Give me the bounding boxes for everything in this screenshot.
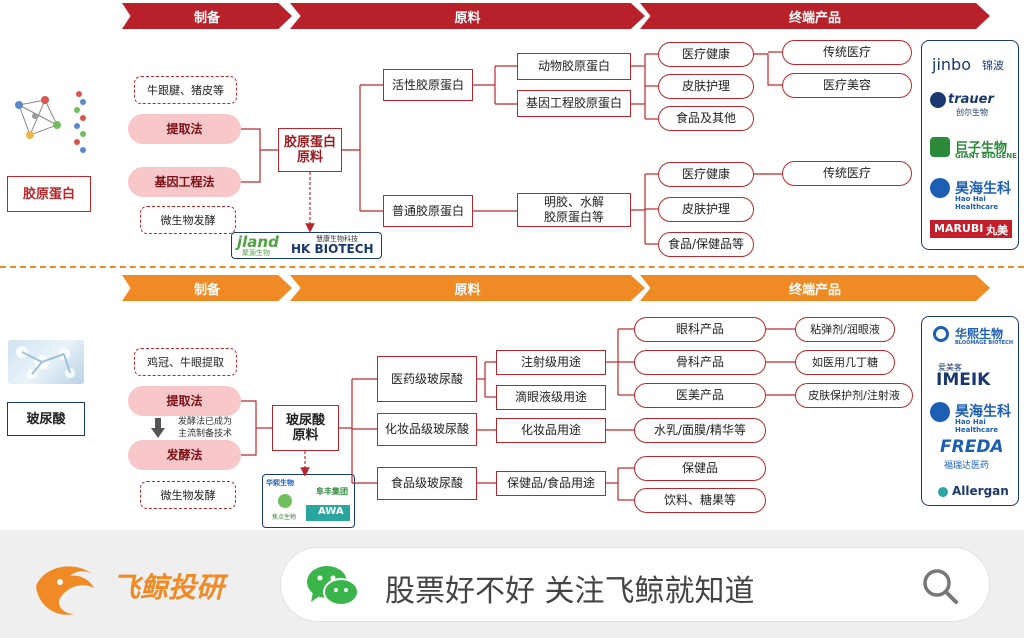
giant-biogene-en-logo: GIANT BIOGENE	[955, 152, 1017, 160]
hk-biotech-cn-logo: 慧康生物科技	[316, 235, 358, 243]
subject-label-hyaluronic: 玻尿酸	[7, 402, 85, 436]
search-icon[interactable]	[920, 566, 960, 606]
prod-drinks-candy: 饮料、糖果等	[634, 488, 766, 513]
imeik-cn-logo: 爱美客	[938, 363, 962, 372]
collagen-structure-image	[5, 80, 95, 165]
method-genetic-engineering: 基因工程法	[128, 167, 241, 197]
type-active-collagen: 活性胶原蛋白	[383, 69, 473, 101]
end-medical-aesthetics: 医疗美容	[782, 73, 912, 98]
banner-raw-2: 原料	[290, 275, 645, 301]
end-chitosan: 如医用几丁糖	[795, 350, 895, 375]
haohai-logo-2: 昊海生科	[955, 404, 1011, 420]
use-eye-drops: 滴眼液级用途	[496, 385, 606, 410]
end-traditional-medical-1: 传统医疗	[782, 40, 912, 65]
focus-chem-logo: 焦点生物	[272, 514, 297, 521]
bloomage-icon	[933, 326, 949, 342]
jinbo-logo: jinbo	[932, 55, 971, 74]
footer-brand: 飞鲸投研	[112, 571, 225, 604]
fermentation-mainstream-note: 发酵法已成为 主流制备技术	[177, 417, 232, 439]
search-pill[interactable]	[280, 547, 990, 622]
banner-prep-2: 制备	[122, 275, 292, 301]
wechat-icon	[305, 562, 361, 610]
haohai-icon-2	[930, 402, 950, 422]
marubi-logo: MARUBI	[934, 222, 984, 235]
grade-pharma: 医药级玻尿酸	[377, 356, 477, 402]
bloomage-logo: 华熙生物	[955, 327, 1004, 341]
type-regular-collagen: 普通胶原蛋白	[383, 195, 473, 227]
fufeng-logo: 阜丰集团	[316, 487, 348, 496]
use-injection: 注射级用途	[496, 350, 606, 375]
prod-skincare: 水乳/面膜/精华等	[634, 418, 766, 443]
raw-source-note-2: 鸡冠、牛眼提取	[134, 348, 237, 376]
down-arrow-icon	[151, 418, 165, 438]
prod-orthopedic: 骨科产品	[634, 350, 766, 375]
banner-end-2: 终端产品	[640, 275, 990, 301]
giant-biogene-logo: 巨子生物	[955, 141, 1008, 156]
trauer-cn-logo: 创尔生物	[956, 108, 988, 117]
awa-logo: AWA	[318, 506, 344, 517]
jinbo-cn-logo: 锦波	[982, 59, 1004, 72]
end-traditional-medical-2: 传统医疗	[782, 161, 912, 186]
whale-logo-icon	[30, 548, 104, 622]
app-skin-care-2: 皮肤护理	[658, 197, 754, 222]
awa-logo-bg	[306, 505, 350, 521]
raw-source-note-1: 牛跟腱、猪皮等	[134, 76, 237, 104]
fermentation-note-1: 微生物发酵	[140, 206, 236, 234]
use-supplement-food: 保健品/食品用途	[496, 471, 606, 496]
marubi-cn-logo: 丸美	[986, 224, 1008, 237]
haohai-logo: 昊海生科	[955, 181, 1011, 197]
banner-raw-1: 原料	[290, 3, 645, 29]
marubi-logo-bg	[930, 220, 1012, 238]
imeik-logo: IMEIK	[936, 370, 991, 390]
prod-aesthetic: 医美产品	[634, 383, 766, 408]
banner-end-1: 终端产品	[640, 3, 990, 29]
giant-biogene-icon	[930, 137, 950, 157]
bloomage-en-logo: BLOOMAGE BIOTECH	[955, 340, 1014, 346]
hyaluronic-acid-image	[8, 340, 84, 384]
end-viscoelastic: 粘弹剂/润眼液	[795, 317, 895, 342]
prod-ophthalmic: 眼科产品	[634, 317, 766, 342]
method-extraction-1: 提取法	[128, 114, 241, 144]
app-food-other: 食品及其他	[658, 106, 754, 131]
app-skin-care-1: 皮肤护理	[658, 74, 754, 99]
method-fermentation: 发酵法	[128, 440, 241, 470]
banner-prep-1: 制备	[122, 3, 292, 29]
source-gelatin: 明胶、水解 胶原蛋白等	[517, 193, 631, 227]
app-medical-health-2: 医疗健康	[658, 162, 754, 187]
raw-material-box-hyaluronic: 玻尿酸 原料	[272, 405, 339, 451]
jland-cn-logo: 聚源生物	[242, 249, 270, 257]
end-skin-protectant: 皮肤保护剂/注射液	[795, 383, 913, 408]
jland-logo: jland	[237, 233, 279, 251]
supplier-logo-panel-1	[231, 232, 382, 259]
prod-health-supplement: 保健品	[634, 456, 766, 481]
section-divider	[0, 266, 1024, 268]
raw-material-box-collagen: 胶原蛋白 原料	[278, 128, 342, 172]
source-animal-collagen: 动物胶原蛋白	[517, 53, 631, 80]
fermentation-note-2: 微生物发酵	[140, 481, 236, 509]
hk-biotech-logo: HK BIOTECH	[291, 242, 374, 256]
bloomage-supplier-logo: 华熙生物	[266, 479, 294, 487]
grade-cosmetic: 化妆品级玻尿酸	[377, 413, 477, 446]
allergan-logo: Allergan	[952, 484, 1009, 498]
footer-slogan: 股票好不好 关注飞鲸就知道	[385, 574, 755, 609]
use-cosmetics: 化妆品用途	[496, 418, 606, 443]
trauer-logo: trauer	[948, 92, 994, 107]
trauer-icon	[930, 92, 946, 108]
app-medical-health-1: 医疗健康	[658, 42, 754, 67]
subject-label-collagen: 胶原蛋白	[7, 176, 91, 212]
haohai-en-logo: Hao Hai Healthcare	[955, 195, 999, 211]
freda-cn-logo: 福瑞达医药	[944, 461, 990, 471]
app-food-supplements: 食品/保健品等	[658, 232, 754, 257]
source-recombinant-collagen: 基因工程胶原蛋白	[517, 90, 631, 117]
grade-food: 食品级玻尿酸	[377, 467, 477, 500]
haohai-en-logo-2: Hao Hai Healthcare	[955, 418, 999, 434]
allergan-icon	[938, 487, 948, 497]
method-extraction-2: 提取法	[128, 386, 241, 416]
haohai-icon	[930, 178, 950, 198]
freda-logo: FREDA	[940, 437, 1004, 457]
focus-chem-icon	[278, 494, 292, 508]
